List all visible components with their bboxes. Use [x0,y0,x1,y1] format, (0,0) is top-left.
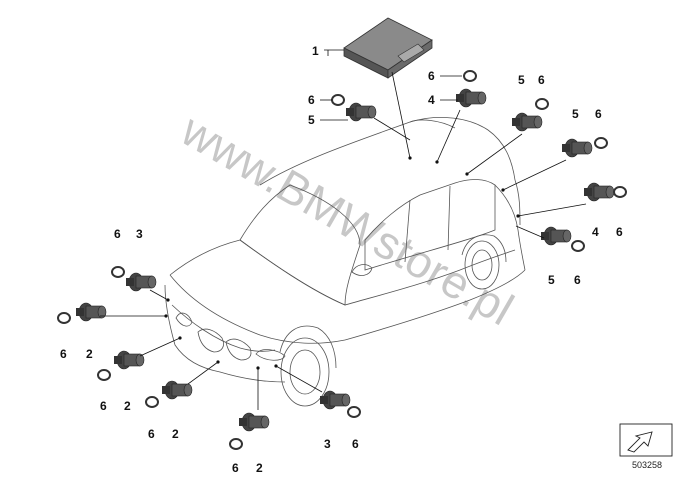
sealing-ring-icon [111,266,125,278]
ultrasonic-sensor-icon [161,380,193,400]
callout-6: 6 [352,437,359,451]
callout-6: 6 [595,107,602,121]
ultrasonic-sensor-icon [319,390,351,410]
callout-5: 5 [518,73,525,87]
callout-6: 6 [148,427,155,441]
callout-5: 5 [308,113,315,127]
sealing-ring-icon [613,186,627,198]
callout-6: 6 [100,399,107,413]
callout-5: 5 [572,107,579,121]
callout-2: 2 [172,427,179,441]
callout-6: 6 [538,73,545,87]
callout-2: 2 [124,399,131,413]
sealing-ring-icon [594,137,608,149]
ultrasonic-sensor-icon [455,88,487,108]
callout-2: 2 [86,347,93,361]
ultrasonic-sensor-icon [583,182,615,202]
callout-6: 6 [574,273,581,287]
ultrasonic-sensor-icon [238,412,270,432]
callout-2: 2 [256,461,263,475]
control-unit-icon [343,17,433,79]
callout-6: 6 [308,93,315,107]
sealing-ring-icon [57,312,71,324]
callout-5: 5 [548,273,555,287]
sealing-ring-icon [145,396,159,408]
callout-4: 4 [592,225,599,239]
leader-lines [100,49,587,410]
callout-6: 6 [60,347,67,361]
callout-6: 6 [114,227,121,241]
callout-6: 6 [232,461,239,475]
callout-6: 6 [428,69,435,83]
ultrasonic-sensor-icon [113,350,145,370]
sealing-ring-icon [331,94,345,106]
ultrasonic-sensor-icon [540,226,572,246]
arrow-icon [627,431,653,453]
callout-4: 4 [428,93,435,107]
callout-3: 3 [136,227,143,241]
callout-3: 3 [324,437,331,451]
ultrasonic-sensor-icon [511,112,543,132]
callout-labels: 1 6 4 6 5 5 6 5 6 4 6 5 6 6 3 6 2 6 2 6 … [60,44,623,475]
sealing-ring-icon [571,240,585,252]
ultrasonic-sensor-icon [75,302,107,322]
callout-1: 1 [312,44,319,58]
sealing-ring-icon [97,369,111,381]
ultrasonic-sensor-icon [345,102,377,122]
sealing-ring-icon [535,98,549,110]
anchor-dots [164,156,520,370]
callout-6: 6 [616,225,623,239]
vehicle-outline [164,117,526,407]
ultrasonic-sensor-icon [125,272,157,292]
ultrasonic-sensor-icon [561,138,593,158]
sealing-ring-icon [347,406,361,418]
sealing-ring-icon [229,438,243,450]
orientation-stamp: 503258 [619,423,673,470]
sealing-ring-icon [463,70,477,82]
document-number: 503258 [632,460,662,470]
